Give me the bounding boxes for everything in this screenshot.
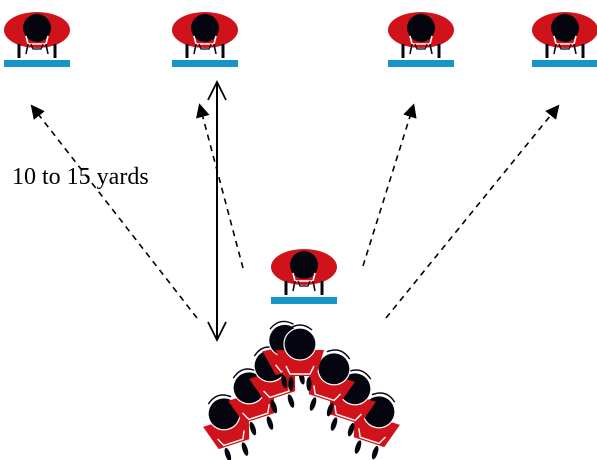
route-arrow-4: [385, 104, 560, 319]
lineman-formation: [194, 316, 409, 460]
route-arrow-1: [30, 104, 198, 319]
distance-label: 10 to 15 yards: [12, 164, 149, 190]
receiver-player-1: [2, 10, 72, 69]
route-arrow-2: [196, 103, 244, 269]
distance-arrow: [207, 79, 227, 343]
receiver-player-3: [386, 10, 456, 69]
quarterback-player: [269, 247, 339, 306]
receiver-player-2: [170, 10, 240, 69]
route-arrow-3: [362, 103, 417, 267]
receiver-player-4: [530, 10, 597, 69]
